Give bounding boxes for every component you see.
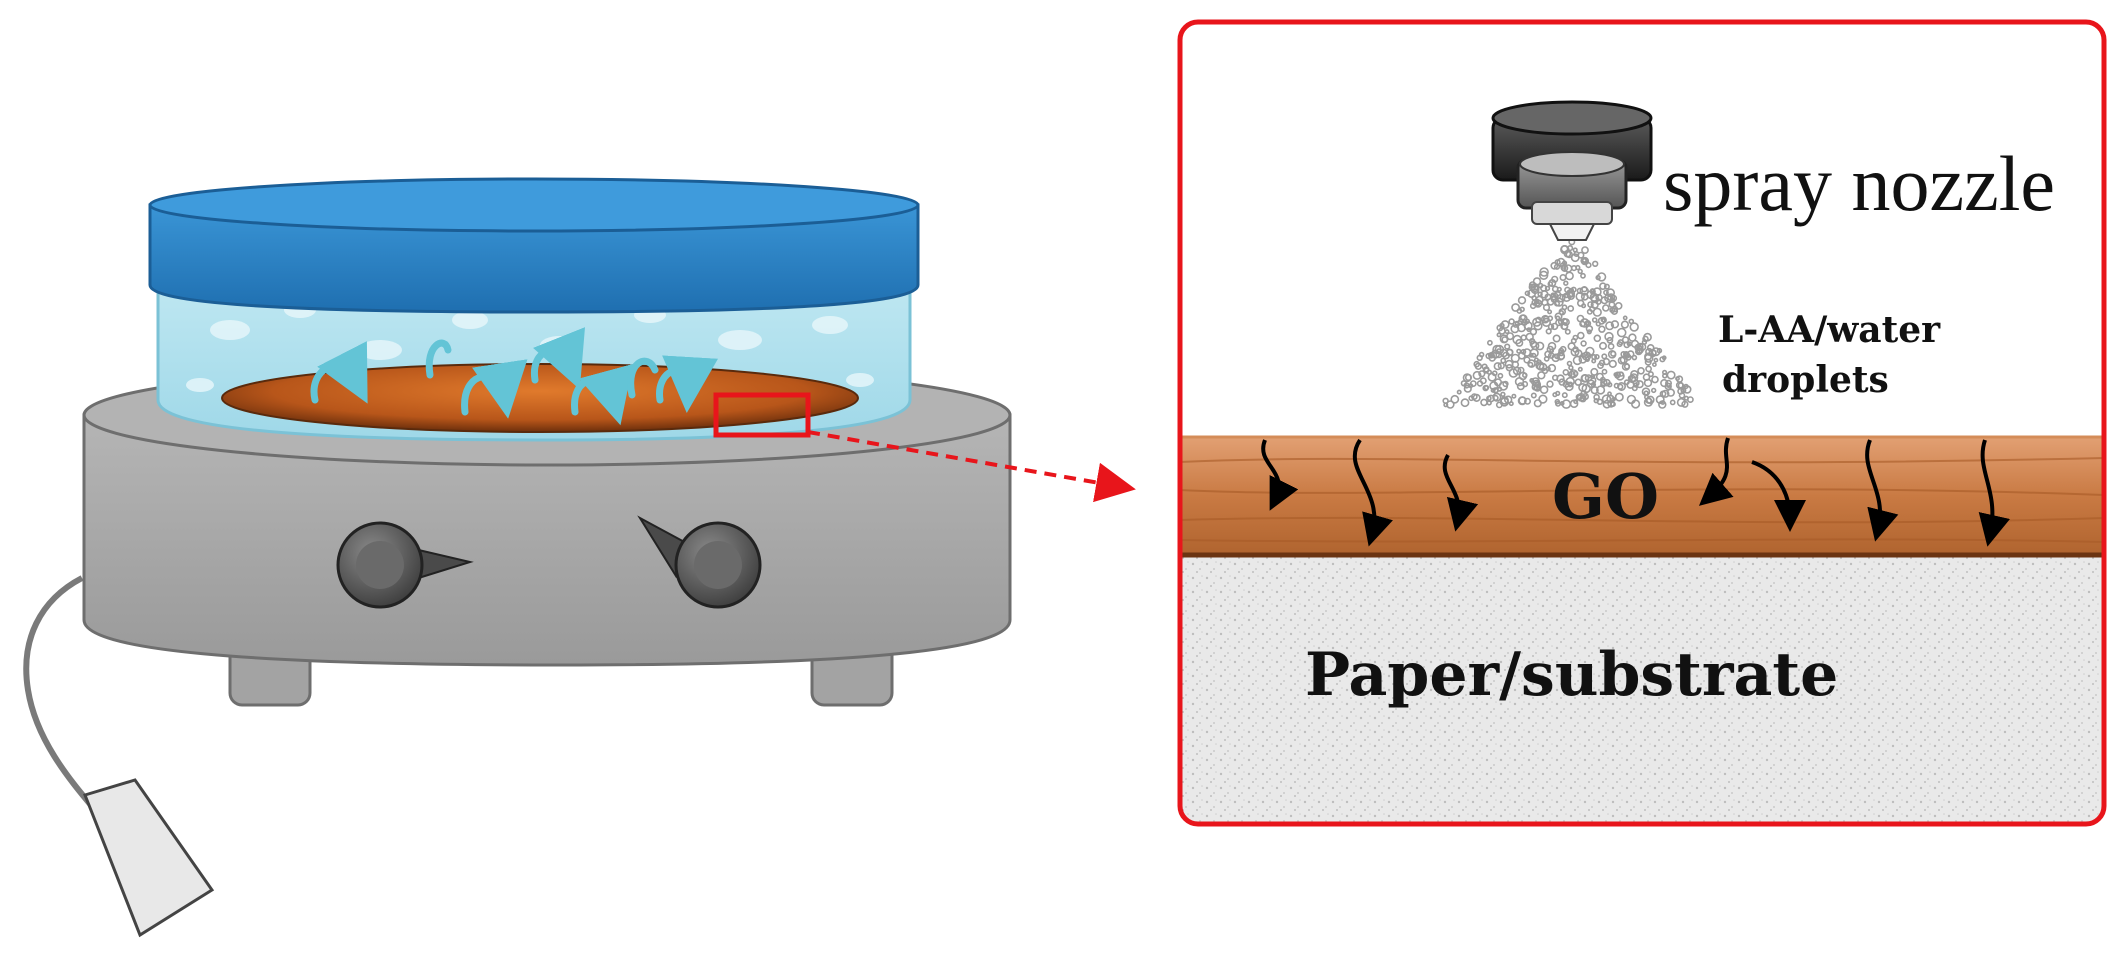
knob-right — [637, 515, 762, 609]
knob-left — [336, 521, 474, 609]
hotplate-body — [82, 413, 1012, 667]
spray-nozzle-label: spray nozzle — [1663, 140, 2055, 227]
spray-droplets — [1442, 238, 1694, 409]
dish-lid — [148, 203, 920, 314]
paper-substrate-layer — [1180, 555, 2104, 824]
go-layer — [1180, 437, 2104, 555]
petri-dish — [148, 177, 920, 442]
go-layer-label: GO — [1552, 460, 1659, 533]
plug-icon — [83, 778, 215, 938]
spray-nozzle-icon — [1491, 100, 1653, 241]
vapor-arrows — [310, 327, 718, 426]
hotplate — [23, 363, 1012, 938]
droplets-label-line1: L-AA/water — [1718, 309, 1941, 351]
magnified-panel: spray nozzle L-AA/water droplets GO Pape… — [1177, 19, 2107, 827]
zoom-arrow — [807, 430, 1136, 503]
magnified-frame — [1177, 19, 2107, 827]
dish-lid-top — [148, 177, 920, 233]
droplets-label-line2: droplets — [1722, 359, 1889, 401]
power-cord — [23, 575, 98, 812]
substrate-label: Paper/substrate — [1305, 640, 1838, 710]
diffusion-arrows — [1261, 437, 2010, 547]
zoom-region-box — [713, 392, 811, 438]
